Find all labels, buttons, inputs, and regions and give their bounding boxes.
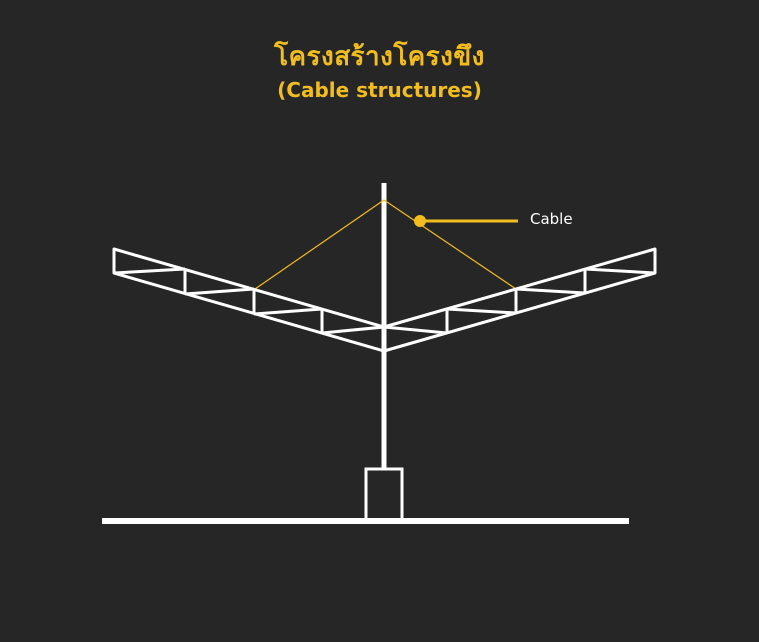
cables [254,199,517,290]
title-thai: โครงสร้างโครงขึง [274,42,485,72]
right-truss-diagonal [383,325,448,335]
right-truss-outline [382,247,657,353]
left-truss-diagonal [184,287,255,296]
title-english: (Cable structures) [277,78,482,102]
cable-label: Cable [530,210,573,228]
cable-right [383,199,517,290]
title-block: โครงสร้างโครงขึง (Cable structures) [0,40,759,104]
right-truss-diagonal [446,307,517,315]
left-truss-outline [112,247,386,353]
right-truss [382,247,657,353]
left-truss-diagonal [253,307,323,316]
cable-left [254,199,385,290]
right-truss-diagonal [515,287,586,295]
left-truss [112,247,386,353]
footing-block [364,467,404,523]
cable-callout [414,215,518,227]
right-truss-diagonal [584,267,656,275]
left-truss-diagonal [113,267,186,275]
left-truss-diagonal [321,325,385,335]
